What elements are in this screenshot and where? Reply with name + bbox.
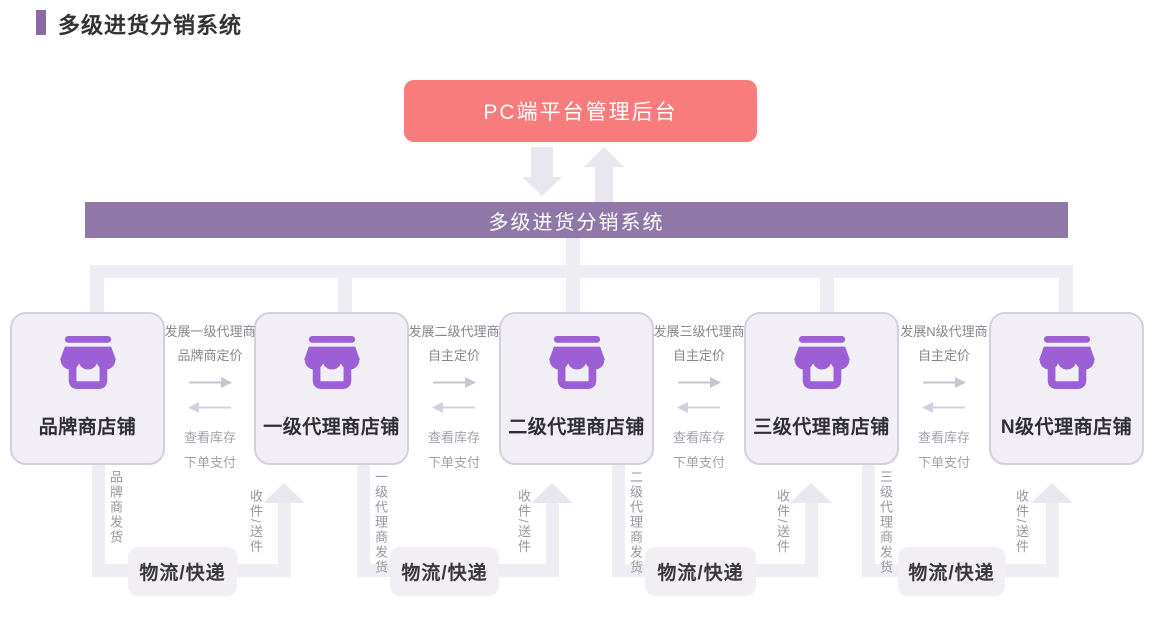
connector-line bbox=[566, 278, 580, 313]
check-stock-label: 查看库存 bbox=[427, 430, 480, 445]
connector-line bbox=[92, 465, 105, 577]
connector-line bbox=[1046, 503, 1059, 577]
store-name: 二级代理商店铺 bbox=[508, 417, 645, 438]
check-stock-label: 查看库存 bbox=[183, 430, 236, 445]
connector-line bbox=[357, 465, 370, 577]
logistics-box: 物流/快递 bbox=[645, 547, 756, 596]
down-arrow-icon bbox=[531, 147, 553, 177]
store-box-level3: 三级代理商店铺 bbox=[744, 312, 899, 465]
connector-line bbox=[546, 503, 559, 577]
logistics-box: 物流/快递 bbox=[898, 547, 1005, 596]
ship-label: 三级代理商发货 bbox=[878, 470, 893, 575]
title-accent-bar bbox=[36, 10, 46, 35]
receive-label: 收件/送件 bbox=[1014, 489, 1029, 555]
order-pay-label: 下单支付 bbox=[427, 455, 480, 470]
left-arrow-icon bbox=[677, 402, 720, 413]
pricing-label: 品牌商定价 bbox=[177, 348, 243, 363]
store-name: 品牌商店铺 bbox=[38, 417, 137, 438]
right-arrow-icon bbox=[923, 377, 966, 388]
connector-line bbox=[278, 503, 291, 577]
storefront-icon bbox=[59, 336, 116, 389]
pricing-label: 自主定价 bbox=[917, 348, 970, 363]
up-arrow-icon bbox=[1031, 483, 1073, 503]
left-arrow-icon bbox=[432, 402, 475, 413]
store-name: N级代理商店铺 bbox=[1000, 417, 1133, 438]
storefront-icon bbox=[548, 336, 605, 389]
link-group-4: 发展N级代理商 自主定价 查看库存 下单支付 bbox=[879, 321, 1009, 471]
connector-line bbox=[820, 278, 834, 313]
up-arrow-icon bbox=[263, 483, 305, 503]
link-group-1: 发展一级代理商 品牌商定价 查看库存 下单支付 bbox=[145, 321, 275, 471]
store-box-brand: 品牌商店铺 bbox=[10, 312, 165, 465]
ship-label: 二级代理商发货 bbox=[628, 470, 643, 575]
receive-label: 收件/送件 bbox=[775, 489, 790, 555]
pricing-label: 自主定价 bbox=[672, 348, 725, 363]
connector-line bbox=[805, 503, 818, 577]
develop-label: 发展二级代理商 bbox=[408, 324, 500, 339]
store-name: 一级代理商店铺 bbox=[263, 417, 400, 438]
develop-label: 发展三级代理商 bbox=[653, 324, 745, 339]
store-box-levelN: N级代理商店铺 bbox=[989, 312, 1144, 465]
up-arrow-icon bbox=[584, 147, 624, 167]
store-box-level2: 二级代理商店铺 bbox=[499, 312, 654, 465]
order-pay-label: 下单支付 bbox=[183, 455, 236, 470]
connector-line bbox=[566, 238, 580, 265]
storefront-icon bbox=[303, 336, 360, 389]
left-arrow-icon bbox=[922, 402, 965, 413]
connector-line bbox=[90, 278, 104, 313]
page-title: 多级进货分销系统 bbox=[58, 13, 243, 38]
right-arrow-icon bbox=[678, 377, 721, 388]
system-bar: 多级进货分销系统 bbox=[85, 202, 1068, 238]
order-pay-label: 下单支付 bbox=[672, 455, 725, 470]
storefront-icon bbox=[1038, 336, 1095, 389]
check-stock-label: 查看库存 bbox=[672, 430, 725, 445]
link-group-2: 发展二级代理商 自主定价 查看库存 下单支付 bbox=[389, 321, 519, 471]
logistics-box: 物流/快递 bbox=[128, 547, 237, 596]
connector-line bbox=[338, 278, 352, 313]
store-name: 三级代理商店铺 bbox=[753, 417, 890, 438]
up-arrow-icon bbox=[531, 483, 573, 503]
right-arrow-icon bbox=[433, 377, 476, 388]
up-arrow-icon bbox=[790, 483, 832, 503]
develop-label: 发展N级代理商 bbox=[900, 324, 988, 339]
pricing-label: 自主定价 bbox=[427, 348, 480, 363]
ship-label: 一级代理商发货 bbox=[373, 470, 388, 575]
order-pay-label: 下单支付 bbox=[917, 455, 970, 470]
receive-label: 收件/送件 bbox=[248, 489, 263, 555]
check-stock-label: 查看库存 bbox=[917, 430, 970, 445]
develop-label: 发展一级代理商 bbox=[164, 324, 256, 339]
connector-line bbox=[90, 265, 1073, 278]
right-arrow-icon bbox=[189, 377, 232, 388]
up-arrow-icon bbox=[595, 167, 613, 202]
down-arrow-icon bbox=[522, 177, 562, 196]
link-group-3: 发展三级代理商 自主定价 查看库存 下单支付 bbox=[634, 321, 764, 471]
connector-line bbox=[612, 465, 625, 577]
connector-line bbox=[862, 465, 875, 577]
connector-line bbox=[1059, 278, 1073, 313]
receive-label: 收件/送件 bbox=[516, 489, 531, 555]
storefront-icon bbox=[793, 336, 850, 389]
left-arrow-icon bbox=[188, 402, 231, 413]
pc-admin-box: PC端平台管理后台 bbox=[404, 80, 757, 142]
store-box-level1: 一级代理商店铺 bbox=[254, 312, 409, 465]
logistics-box: 物流/快递 bbox=[390, 547, 499, 596]
ship-label: 品牌商发货 bbox=[108, 470, 123, 545]
